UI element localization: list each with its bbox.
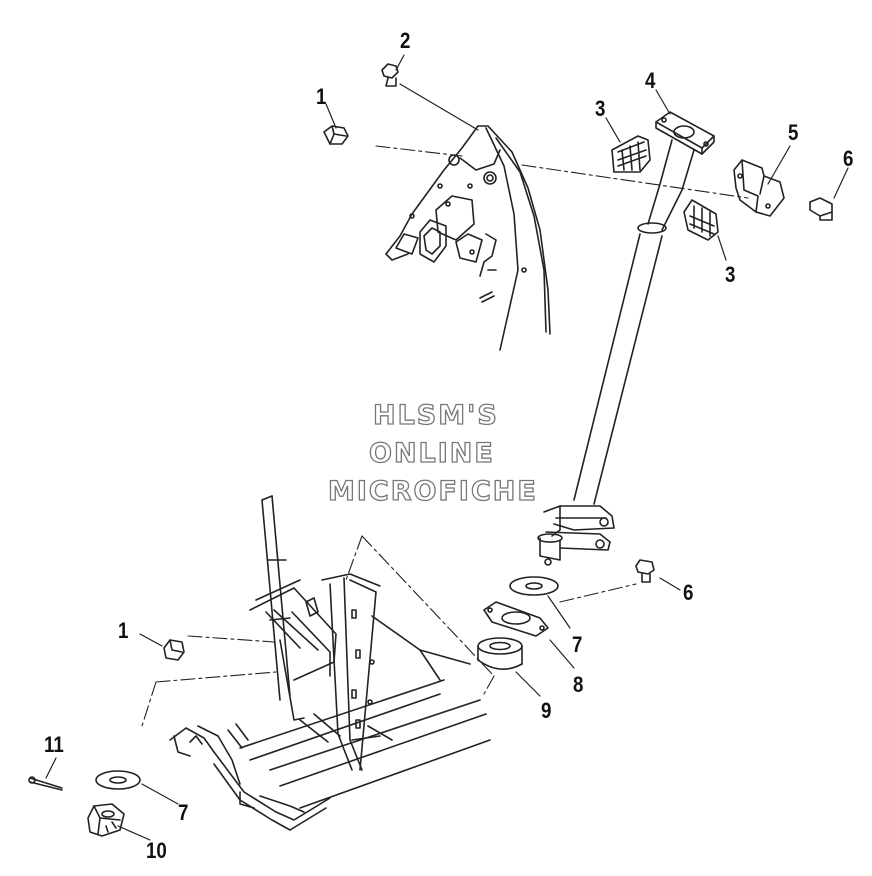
callout-6-lower: 6: [683, 580, 694, 605]
callout-2: 2: [400, 28, 411, 53]
castle-nut-icon: [87, 803, 125, 837]
bolt-icon: [809, 197, 833, 221]
flange-plate-icon: [483, 601, 549, 637]
upper-frame-plate: [385, 125, 551, 351]
callout-5: 5: [788, 120, 799, 145]
hex-nut-icon: [163, 639, 185, 661]
callout-11: 11: [44, 732, 64, 757]
washer-icon: [95, 770, 141, 790]
callout-7-lower: 7: [178, 800, 189, 825]
callout-1-lower: 1: [118, 618, 129, 643]
grease-fitting-icon: [381, 63, 399, 87]
split-bushing-icon: [683, 199, 719, 241]
callout-3-upper: 3: [595, 96, 606, 121]
bolt-icon: [635, 559, 655, 583]
callout-9: 9: [541, 698, 552, 723]
steering-post-icon: [537, 111, 715, 566]
alignment-lines: [141, 145, 749, 727]
watermark-line-1: HLSM'S: [372, 400, 499, 431]
watermark-line-3: MICROFICHE: [327, 476, 538, 507]
callout-1-upper: 1: [316, 84, 327, 109]
lower-chassis-frame: [169, 495, 491, 831]
split-bushing-icon: [611, 135, 651, 173]
callout-8: 8: [573, 672, 584, 697]
cotter-pin-icon: [28, 776, 63, 791]
leader-lines: [45, 54, 849, 841]
watermark-line-2: ONLINE: [368, 438, 495, 469]
callout-4: 4: [645, 68, 656, 93]
callout-6-upper: 6: [843, 146, 854, 171]
hex-nut-icon: [323, 125, 349, 145]
callout-3-lower: 3: [725, 262, 736, 287]
callout-7-upper: 7: [572, 632, 583, 657]
washer-icon: [509, 576, 559, 596]
seal-ring-icon: [477, 637, 523, 670]
callout-10: 10: [146, 838, 167, 863]
bracket-icon: [733, 159, 785, 217]
